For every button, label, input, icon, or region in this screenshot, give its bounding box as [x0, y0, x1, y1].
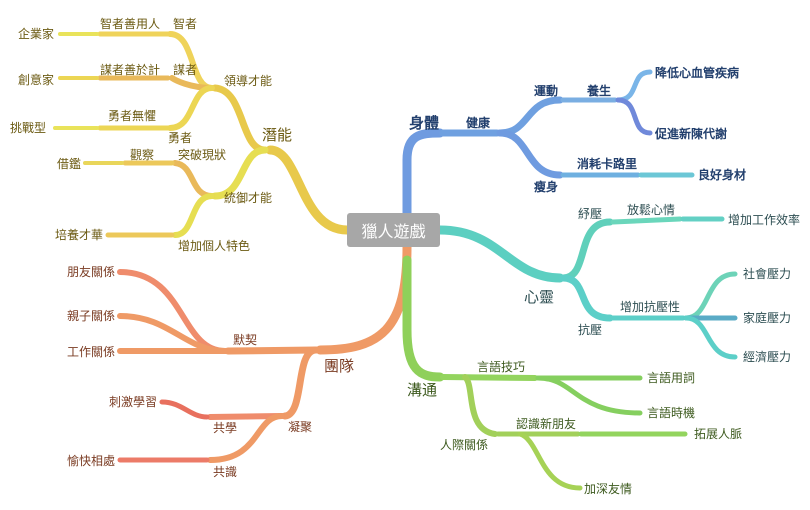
- node-body[interactable]: 身體: [409, 114, 440, 132]
- node-wise-child[interactable]: 智者善用人: [100, 17, 161, 31]
- node-speech[interactable]: 言語技巧: [477, 360, 526, 374]
- node-colearn[interactable]: 共學: [213, 421, 238, 435]
- node-new-friends[interactable]: 認識新朋友: [516, 417, 577, 431]
- node-slim[interactable]: 瘦身: [534, 180, 559, 194]
- root-label: 獵人遊戲: [361, 222, 426, 241]
- node-breakthrough[interactable]: 突破現狀: [178, 148, 227, 162]
- node-social[interactable]: 社會壓力: [743, 267, 792, 281]
- node-calories[interactable]: 消耗卡路里: [577, 157, 638, 171]
- node-cohesion[interactable]: 凝聚: [288, 420, 313, 434]
- node-potential[interactable]: 潛能: [262, 126, 293, 144]
- node-health[interactable]: 健康: [466, 116, 491, 130]
- node-communication[interactable]: 溝通: [407, 381, 438, 399]
- node-timing[interactable]: 言語時機: [647, 406, 696, 420]
- node-figure[interactable]: 良好身材: [698, 168, 747, 182]
- node-relax[interactable]: 放鬆心情: [627, 203, 676, 217]
- node-leadership[interactable]: 領導才能: [224, 74, 273, 88]
- node-consensus[interactable]: 共識: [213, 465, 238, 479]
- node-talent[interactable]: 培養才華: [55, 228, 104, 242]
- node-rapport[interactable]: 默契: [233, 333, 258, 347]
- node-deepen[interactable]: 加深友情: [584, 482, 633, 496]
- node-brave-child[interactable]: 勇者無懼: [108, 109, 157, 123]
- node-economic[interactable]: 經濟壓力: [743, 350, 792, 364]
- node-command[interactable]: 統御才能: [224, 191, 273, 205]
- node-metabolism[interactable]: 促進新陳代謝: [655, 127, 728, 141]
- node-efficiency[interactable]: 增加工作效率: [728, 213, 801, 227]
- node-stimulate[interactable]: 刺激學習: [109, 395, 158, 409]
- node-wellness[interactable]: 養生: [587, 84, 612, 98]
- node-wise[interactable]: 智者: [173, 17, 198, 31]
- node-team[interactable]: 團隊: [324, 357, 355, 375]
- node-family[interactable]: 親子關係: [67, 309, 116, 323]
- node-traits[interactable]: 增加個人特色: [178, 239, 251, 253]
- node-observe[interactable]: 觀察: [130, 148, 155, 162]
- node-relief[interactable]: 紓壓: [578, 207, 603, 221]
- node-wise-leaf[interactable]: 企業家: [18, 27, 55, 41]
- node-family-pressure[interactable]: 家庭壓力: [743, 311, 792, 325]
- node-exercise[interactable]: 運動: [534, 84, 559, 98]
- node-strategist-leaf[interactable]: 創意家: [18, 73, 55, 87]
- node-friend[interactable]: 朋友關係: [67, 265, 116, 279]
- node-strategist-child[interactable]: 謀者善於計: [100, 63, 161, 77]
- node-wording[interactable]: 言語用詞: [647, 371, 696, 385]
- node-reference[interactable]: 借鑑: [57, 157, 82, 171]
- node-resilience[interactable]: 增加抗壓性: [620, 300, 681, 314]
- node-strategist[interactable]: 謀者: [173, 63, 198, 77]
- node-pleasant[interactable]: 愉快相處: [67, 454, 116, 468]
- node-resist[interactable]: 抗壓: [578, 323, 603, 337]
- node-brave[interactable]: 勇者: [168, 131, 193, 145]
- node-mind[interactable]: 心靈: [524, 288, 555, 306]
- root-node[interactable]: 獵人遊戲: [347, 213, 440, 247]
- node-brave-leaf[interactable]: 挑戰型: [10, 121, 47, 135]
- node-cardio[interactable]: 降低心血管疾病: [655, 66, 740, 80]
- node-work[interactable]: 工作關係: [67, 345, 116, 359]
- node-network[interactable]: 拓展人脈: [694, 427, 743, 441]
- node-relations[interactable]: 人際關係: [440, 438, 489, 452]
